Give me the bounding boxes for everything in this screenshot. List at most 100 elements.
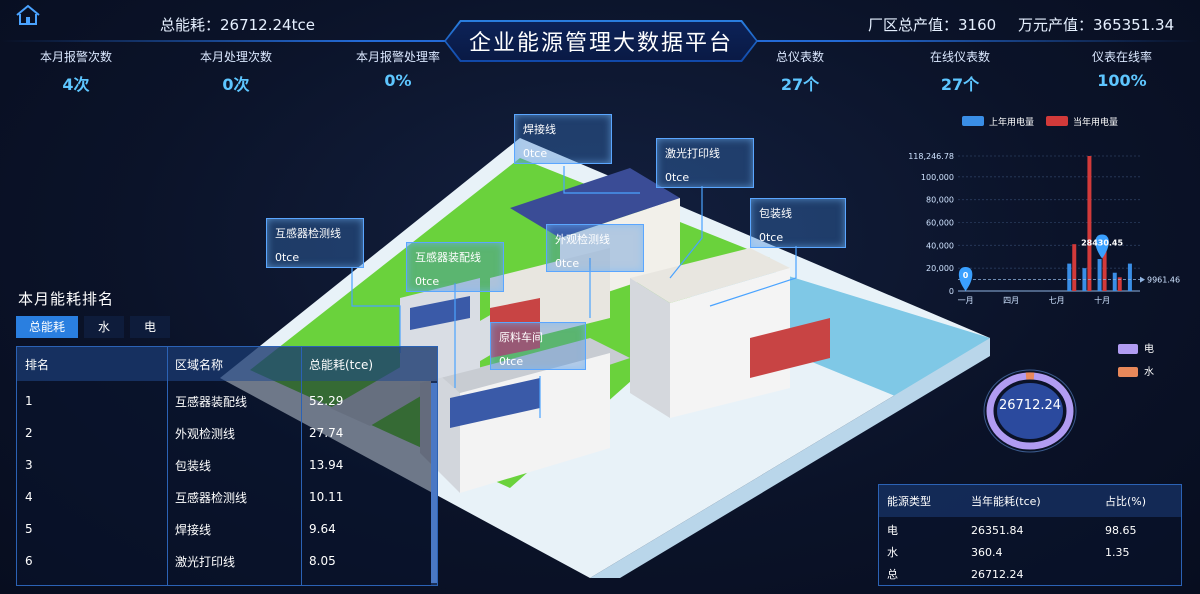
table-row[interactable]: 总 26712.24: [879, 563, 1181, 585]
callout-laser-print-line[interactable]: 激光打印线 0tce: [656, 138, 754, 188]
building-roof: [510, 168, 680, 238]
x-tick-label: 七月: [1049, 296, 1065, 305]
energy-share-ring[interactable]: [980, 368, 1080, 454]
marker-pin[interactable]: [1095, 234, 1109, 259]
per-10k-value: 万元产值：365351.34: [1018, 16, 1175, 34]
header-energy-type: 能源类型: [887, 495, 931, 508]
stat-value: 4次: [62, 75, 90, 94]
legend-label: 水: [1144, 367, 1154, 378]
y-tick-label: 20,000: [926, 264, 954, 273]
bar[interactable]: [1072, 244, 1077, 291]
x-tick-label: 十月: [1094, 295, 1110, 305]
stat-label: 总仪表数: [775, 50, 824, 64]
stat-value: 0%: [384, 71, 412, 90]
callout-value: 0tce: [499, 355, 524, 368]
mark-line-arrow: [1140, 276, 1145, 283]
table-header: 排名 区域名称 总能耗(tce): [17, 347, 437, 381]
callout-raw-material-workshop[interactable]: 原料车间 0tce: [490, 322, 586, 370]
bar[interactable]: [1102, 245, 1107, 291]
ranking-tabs: 总能耗 水 电: [16, 316, 170, 338]
tab-water[interactable]: 水: [84, 316, 124, 338]
stat-label: 仪表在线率: [1091, 50, 1152, 64]
tab-total-energy[interactable]: 总能耗: [16, 316, 78, 338]
stat-label: 本月报警次数: [39, 50, 112, 64]
ranking-title: 本月能耗排名: [18, 290, 115, 308]
callout-value: 0tce: [665, 171, 690, 184]
page-title: 企业能源管理大数据平台: [446, 22, 756, 60]
header-annual-energy: 当年能耗(tce): [971, 495, 1041, 508]
callout-name: 外观检测线: [555, 233, 610, 246]
ranking-table: 排名 区域名称 总能耗(tce) 1 互感器装配线 52.29 2 外观检测线 …: [16, 346, 438, 586]
legend-label: 电: [1144, 344, 1154, 355]
solar-panels: [450, 378, 540, 428]
callout-value: 0tce: [275, 251, 300, 264]
cell-share: 1.35: [1105, 545, 1130, 559]
ring-center-value: 26712.24: [998, 398, 1062, 413]
building-red: [490, 298, 540, 358]
cell-rank: 3: [25, 458, 33, 472]
callout-transformer-assembly-line[interactable]: 互感器装配线 0tce: [406, 242, 504, 292]
tab-electricity[interactable]: 电: [130, 316, 170, 338]
cell-rank: 5: [25, 522, 33, 536]
y-tick-label: 100,000: [921, 173, 954, 182]
cell-energy: 52.29: [309, 394, 344, 408]
table-row[interactable]: 水 360.4 1.35: [879, 541, 1181, 563]
legend-label: 当年用电量: [1073, 116, 1118, 128]
stat-label: 本月处理次数: [199, 50, 272, 64]
legend-label: 上年用电量: [989, 116, 1034, 128]
callout-welding-line[interactable]: 焊接线 0tce: [514, 114, 612, 164]
cell-energy: 360.4: [971, 545, 1003, 559]
legend-swatch[interactable]: [962, 116, 984, 126]
bar[interactable]: [1117, 277, 1122, 291]
table-row[interactable]: 3 包装线 13.94: [17, 449, 437, 481]
table-row[interactable]: 6 激光打印线 8.05: [17, 545, 437, 577]
header-area: 区域名称: [175, 357, 224, 372]
stat-value: 27个: [940, 75, 980, 94]
header-share: 占比(%): [1105, 495, 1147, 508]
legend-item-water[interactable]: 水: [1118, 363, 1154, 378]
stat-label: 本月报警处理率: [355, 50, 440, 64]
cell-energy: 9.64: [309, 522, 336, 536]
y-tick-label: 40,000: [926, 241, 954, 250]
stat-label: 在线仪表数: [929, 50, 990, 64]
table-header: 能源类型 当年能耗(tce) 占比(%): [879, 485, 1181, 517]
callout-name: 焊接线: [523, 123, 556, 136]
bar[interactable]: [1087, 156, 1092, 291]
stat-handling-rate: 本月报警处理率 0%: [328, 48, 468, 90]
bar[interactable]: [1067, 263, 1072, 291]
cell-area: 激光打印线: [175, 554, 236, 569]
bar[interactable]: [1127, 263, 1132, 291]
legend-swatch[interactable]: [1046, 116, 1068, 126]
callout-name: 激光打印线: [665, 147, 720, 160]
y-tick-label: 118,246.78: [908, 152, 954, 161]
cell-rank: 2: [25, 426, 33, 440]
callout-visual-inspection-line[interactable]: 外观检测线 0tce: [546, 224, 644, 272]
table-row[interactable]: 2 外观检测线 27.74: [17, 417, 437, 449]
cell-area: 互感器装配线: [175, 394, 248, 409]
callout-transformer-test-line[interactable]: 互感器检测线 0tce: [266, 218, 364, 268]
cell-area: 外观检测线: [175, 426, 236, 441]
callout-value: 0tce: [555, 257, 580, 270]
marker-pin[interactable]: [958, 267, 973, 291]
table-row[interactable]: 4 互感器检测线 10.11: [17, 481, 437, 513]
table-row[interactable]: 5 焊接线 9.64: [17, 513, 437, 545]
table-row[interactable]: 电 26351.84 98.65: [879, 519, 1181, 541]
home-icon[interactable]: [14, 4, 42, 26]
table-row[interactable]: 1 互感器装配线 52.29: [17, 385, 437, 417]
scrollbar-thumb[interactable]: [431, 383, 437, 583]
stat-online-rate: 仪表在线率 100%: [1052, 48, 1192, 90]
stat-value: 27个: [780, 75, 820, 94]
legend-item-electricity[interactable]: 电: [1118, 340, 1154, 355]
callout-packaging-line[interactable]: 包装线 0tce: [750, 198, 846, 248]
stat-total-meters: 总仪表数 27个: [730, 48, 870, 95]
callout-name: 互感器装配线: [415, 251, 481, 264]
y-tick-label: 60,000: [926, 218, 954, 227]
bar[interactable]: [1097, 259, 1102, 291]
cell-area: 焊接线: [175, 522, 212, 537]
cell-energy: 10.11: [309, 490, 344, 504]
header-rank: 排名: [25, 357, 50, 372]
cell-energy: 13.94: [309, 458, 344, 472]
bar[interactable]: [1112, 272, 1117, 291]
x-tick-label: 四月: [1003, 296, 1019, 305]
callout-name: 互感器检测线: [275, 227, 341, 240]
